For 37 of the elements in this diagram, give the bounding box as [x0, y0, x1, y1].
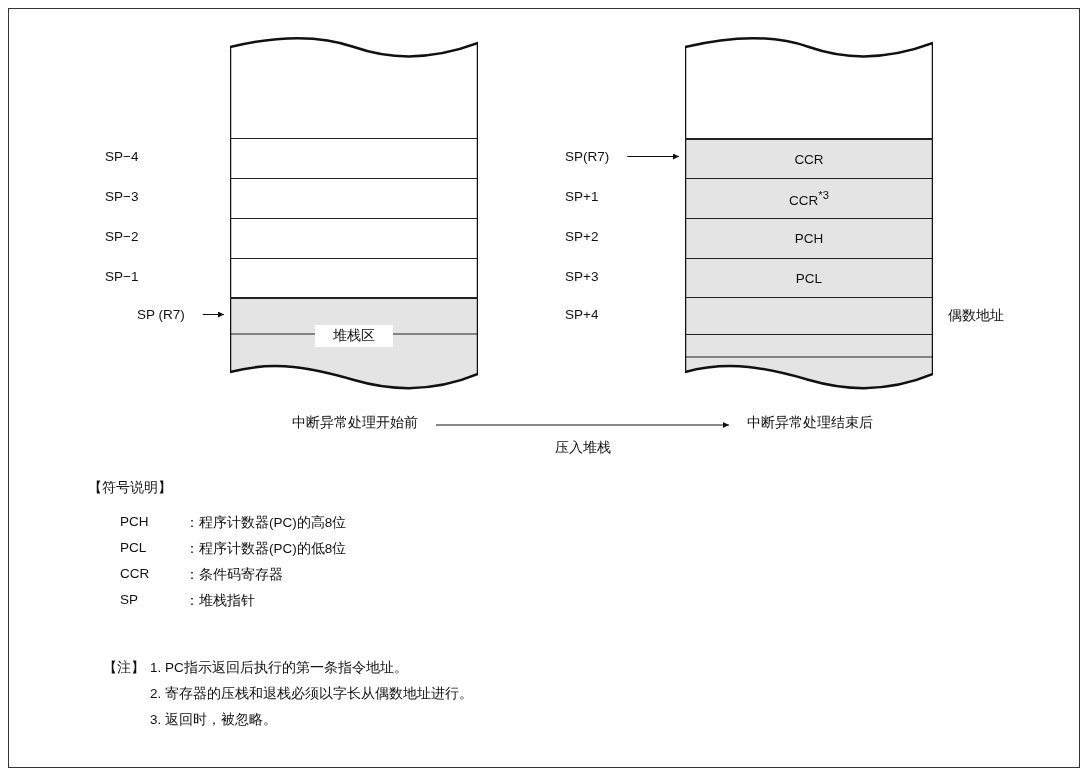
offset-label: SP−2 [105, 229, 139, 244]
note-text: 2. 寄存器的压栈和退栈必须以字长从偶数地址进行。 [150, 685, 473, 703]
stack-column [685, 35, 933, 392]
offset-label: SP−4 [105, 149, 139, 164]
offset-label: SP+3 [565, 269, 599, 284]
symbol-definition: ：程序计数器(PC)的低8位 [185, 540, 347, 558]
area-label: 堆栈区 [315, 324, 393, 347]
note-text: 3. 返回时，被忽略。 [150, 711, 277, 729]
legend-heading: 【符号说明】 [88, 479, 172, 497]
offset-label: SP+2 [565, 229, 599, 244]
symbol-definition: ：堆栈指针 [185, 592, 255, 610]
note-text: 1. PC指示返回后执行的第一条指令地址。 [150, 659, 408, 677]
register-label: CCR [794, 151, 824, 167]
symbol-definition: ：程序计数器(PC)的高8位 [185, 514, 347, 532]
register-label: CCR$^{*3}$ [789, 189, 829, 208]
symbol-term: PCL [120, 540, 147, 555]
offset-label: SP+4 [565, 307, 599, 322]
edge-label: 压入堆栈 [554, 439, 611, 457]
offset-label: SP−3 [105, 189, 139, 204]
symbol-definition: ：条件码寄存器 [185, 566, 283, 584]
arrow [202, 311, 225, 318]
symbol-term: SP [120, 592, 138, 607]
caption-text: 中断异常处理结束后 [747, 414, 873, 432]
offset-label: SP+1 [565, 189, 599, 204]
pointer-label: SP (R7) [137, 307, 185, 322]
address-note: 偶数地址 [948, 307, 1004, 325]
pointer-label: SP(R7) [565, 149, 610, 164]
symbol-term: CCR [120, 566, 150, 581]
caption-text: 中断异常处理开始前 [292, 414, 418, 432]
note-heading: 【注】 [103, 659, 145, 677]
register-label: PCL [795, 270, 823, 286]
arrow [435, 422, 730, 428]
register-label: PCH [794, 231, 824, 246]
symbol-term: PCH [120, 514, 149, 529]
offset-label: SP−1 [105, 269, 139, 284]
stack-column [230, 35, 478, 392]
arrow [626, 153, 680, 160]
